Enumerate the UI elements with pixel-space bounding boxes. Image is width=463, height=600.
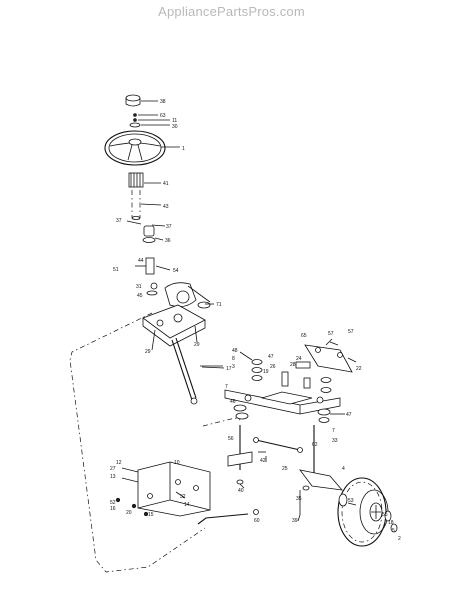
label-37b: 37 [166, 224, 172, 230]
label-26: 26 [270, 364, 276, 370]
label-51: 51 [113, 267, 119, 273]
label-60: 60 [254, 518, 260, 524]
label-29a: 29 [145, 349, 151, 355]
label-33: 33 [332, 438, 338, 444]
label-43: 43 [163, 204, 169, 210]
lower-shaft [135, 257, 171, 296]
label-20: 20 [126, 510, 132, 516]
label-47a: 47 [268, 354, 274, 360]
label-57a: 57 [328, 331, 334, 337]
label-32: 32 [180, 494, 186, 500]
label-63: 63 [160, 113, 166, 119]
tie-rod [253, 437, 303, 453]
label-22: 22 [356, 366, 362, 372]
leader-lines [138, 100, 357, 522]
label-46: 46 [230, 399, 236, 405]
label-41: 41 [163, 181, 169, 187]
shaft-bearing [126, 220, 166, 243]
label-36: 36 [165, 238, 171, 244]
label-47b: 47 [346, 412, 352, 418]
label-1: 1 [182, 146, 185, 152]
label-25: 25 [282, 466, 288, 472]
label-7a: 7 [225, 384, 228, 390]
steering-cap [125, 94, 141, 107]
label-65: 65 [301, 333, 307, 339]
label-4: 4 [342, 466, 345, 472]
label-24: 24 [296, 356, 302, 362]
label-45: 45 [137, 293, 143, 299]
axle-bracket [304, 341, 357, 373]
label-18: 18 [388, 520, 394, 526]
axle-pivot-parts [233, 359, 332, 423]
label-14: 14 [184, 502, 190, 508]
label-56: 56 [228, 436, 234, 442]
label-62: 62 [312, 442, 318, 448]
label-10: 10 [174, 460, 180, 466]
steering-support-plate [142, 304, 206, 351]
front-wheel [337, 477, 398, 547]
label-44: 44 [138, 258, 144, 264]
watermark: AppliancePartsPros.com [158, 4, 305, 19]
label-38: 38 [160, 99, 166, 105]
label-2: 2 [398, 536, 401, 542]
label-7b: 7 [332, 428, 335, 434]
label-52: 52 [110, 500, 116, 506]
label-27: 27 [110, 466, 116, 472]
label-28: 28 [290, 362, 296, 368]
label-35: 35 [296, 496, 302, 502]
label-71: 71 [216, 302, 222, 308]
label-16: 16 [110, 506, 116, 512]
label-12: 12 [116, 460, 122, 466]
assembly-boundary [69, 312, 241, 573]
label-19: 19 [263, 369, 269, 375]
label-31: 31 [136, 284, 142, 290]
label-8: 8 [232, 356, 235, 362]
label-55: 55 [382, 512, 388, 518]
part-labels: 38 63 11 30 1 41 43 37 37 36 44 51 54 31… [110, 99, 401, 542]
left-spindle [227, 425, 267, 485]
label-39: 39 [292, 518, 298, 524]
steering-adapter [128, 172, 144, 188]
label-11: 11 [172, 118, 177, 124]
label-17: 17 [226, 366, 232, 372]
label-29b: 29 [194, 342, 200, 348]
small-washers [129, 113, 141, 128]
drag-link [171, 337, 223, 405]
label-30: 30 [172, 124, 178, 130]
steering-wheel [104, 130, 166, 166]
steering-rod [197, 509, 259, 525]
right-spindle [299, 425, 343, 515]
label-37a: 37 [116, 218, 122, 224]
label-13: 13 [110, 474, 116, 480]
label-57b: 57 [348, 329, 354, 335]
label-42: 42 [260, 458, 266, 464]
label-54: 54 [173, 268, 179, 274]
sector-gear [164, 282, 211, 309]
front-axle [224, 389, 341, 415]
label-5: 5 [392, 528, 395, 534]
label-15: 15 [148, 512, 154, 518]
steering-shaft [131, 190, 141, 220]
label-40: 40 [238, 488, 244, 494]
label-3: 3 [232, 364, 235, 370]
steering-bracket [115, 461, 211, 517]
label-48: 48 [232, 348, 238, 354]
label-53: 53 [348, 498, 354, 504]
